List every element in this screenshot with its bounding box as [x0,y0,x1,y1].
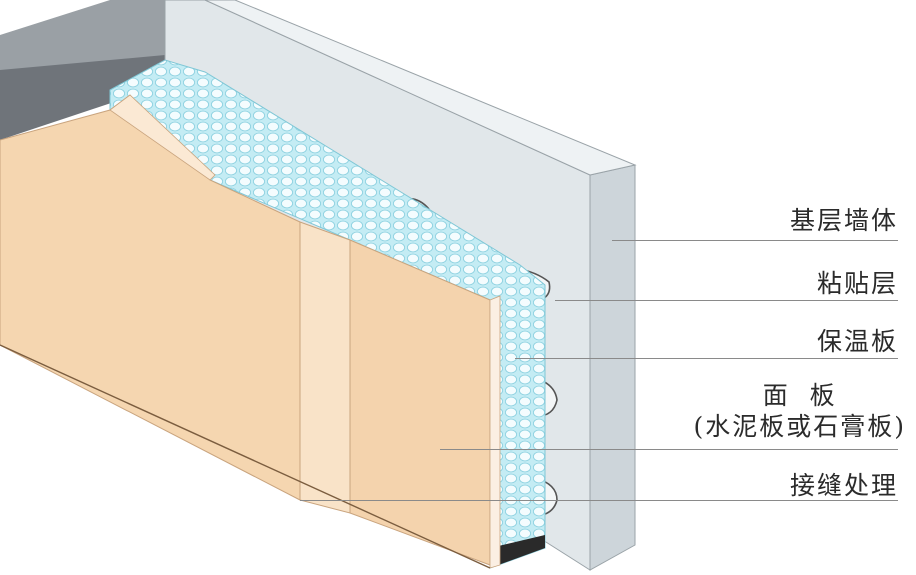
label-adhesive-layer: 粘贴层 [816,269,898,298]
label-facing-board: 面 板 (水泥板或石膏板) [693,380,906,443]
leader-insulation [515,358,898,359]
joint-strip [299,221,351,514]
label-facing-board-line1: 面 板 [762,381,837,410]
label-insulation-board: 保温板 [816,327,898,356]
panel-bottom-line [0,344,491,569]
leader-joint [300,500,898,501]
label-facing-board-line2: (水泥板或石膏板) [693,412,906,442]
base-wall-top [204,0,637,176]
facing-panel-left-top [109,94,216,181]
facing-panel-right-edge [489,295,501,569]
leader-base-wall [612,240,898,241]
leader-adhesive [555,300,898,301]
label-base-wall: 基层墙体 [789,206,898,235]
base-wall-side [589,164,636,571]
insulation-bottom-edge [490,535,545,568]
label-joint-treatment: 接缝处理 [789,471,898,500]
wall-block-face [0,55,165,140]
leader-facing [440,449,898,450]
